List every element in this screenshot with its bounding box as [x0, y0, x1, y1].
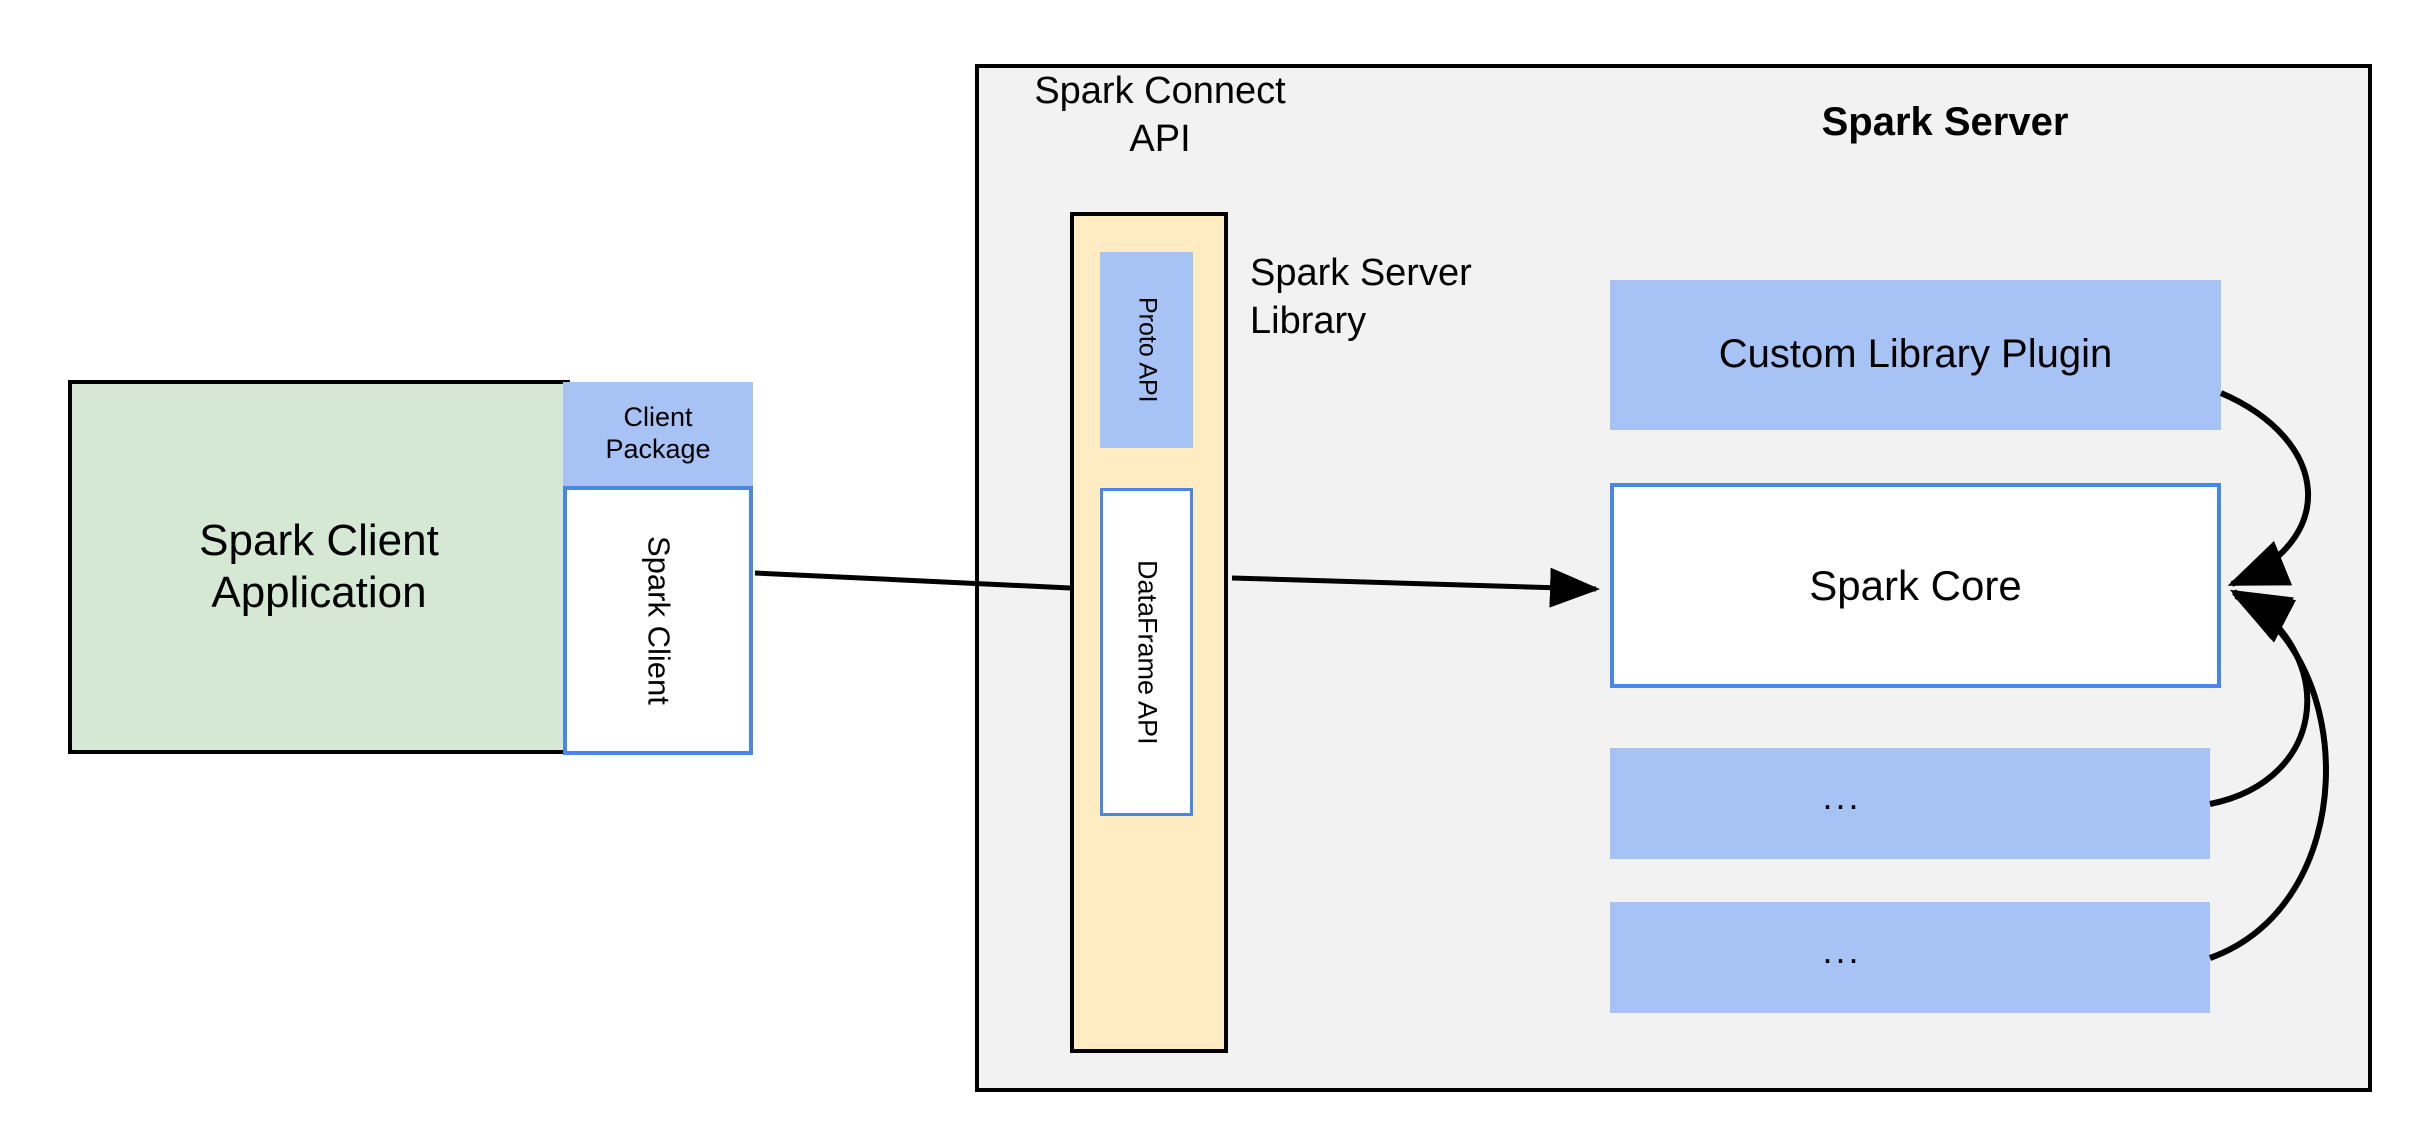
spark-core-label: Spark Core	[1809, 561, 2022, 609]
server-component-ellipsis-box-1: ...	[1610, 748, 2210, 859]
dataframe-api-box: DataFrame API	[1100, 488, 1193, 816]
spark-client-label: Spark Client	[641, 536, 677, 705]
server-component-ellipsis-box-2: ...	[1610, 902, 2210, 1013]
custom-library-plugin-label: Custom Library Plugin	[1718, 332, 2113, 377]
spark-core-box: Spark Core	[1610, 483, 2221, 688]
dataframe-api-label: DataFrame API	[1132, 559, 1163, 745]
ellipsis-label-2: ...	[1822, 930, 1862, 972]
custom-library-plugin-box: Custom Library Plugin	[1610, 280, 2221, 430]
proto-api-label: Proto API	[1133, 297, 1162, 403]
spark-server-title: Spark Server	[1821, 100, 2069, 144]
proto-api-box: Proto API	[1100, 252, 1193, 448]
spark-client-box: Spark Client	[563, 486, 753, 755]
ellipsis-label-1: ...	[1822, 776, 1862, 818]
